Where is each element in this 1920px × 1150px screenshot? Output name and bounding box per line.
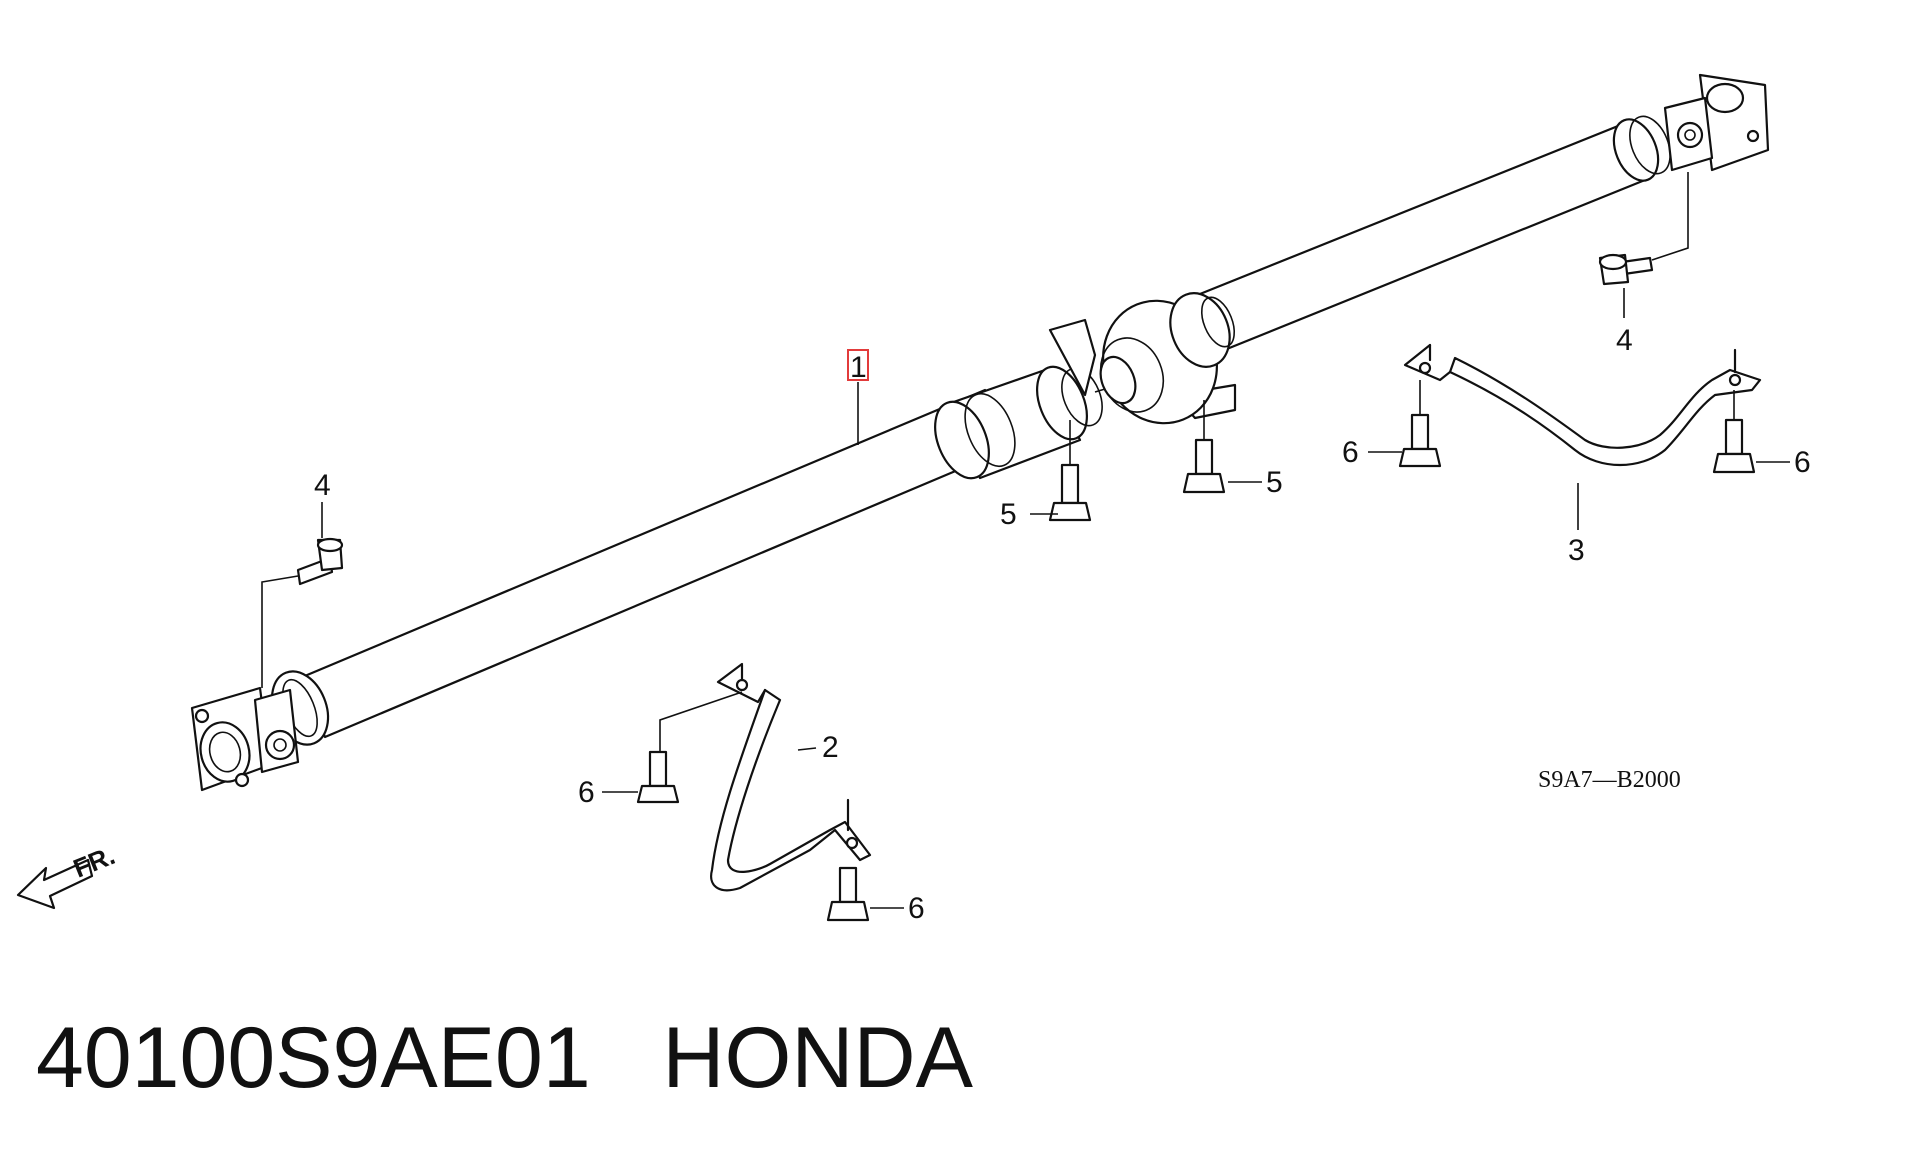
part-caption: 40100S9AE01 HONDA bbox=[36, 1015, 973, 1101]
callout-6-rear-right: 6 bbox=[1794, 446, 1811, 479]
callout-5-right: 5 bbox=[1266, 466, 1283, 499]
bolt-6-rear-right[interactable] bbox=[1712, 390, 1756, 474]
callout-3: 3 bbox=[1568, 534, 1585, 567]
callout-6-front-upper: 6 bbox=[578, 776, 595, 809]
bolt-4-front[interactable] bbox=[261, 537, 344, 688]
propeller-shaft[interactable] bbox=[190, 73, 1770, 792]
diagram-code: S9A7—B2000 bbox=[1538, 767, 1681, 793]
bolt-5-left[interactable] bbox=[1048, 420, 1092, 522]
callout-4-rear: 4 bbox=[1616, 324, 1633, 357]
rear-bracket[interactable] bbox=[1403, 343, 1762, 466]
callout-6-rear-left: 6 bbox=[1342, 436, 1359, 469]
callout-1: 1 bbox=[850, 351, 867, 384]
callout-2: 2 bbox=[822, 731, 839, 764]
callout-4-front: 4 bbox=[314, 469, 331, 502]
bolt-6-front-upper[interactable] bbox=[636, 691, 743, 804]
bolt-6-rear-left[interactable] bbox=[1398, 380, 1442, 468]
part-number: 40100S9AE01 bbox=[36, 1010, 591, 1106]
front-direction-arrow: FR. bbox=[16, 840, 119, 910]
rear-universal-joint[interactable] bbox=[1663, 73, 1770, 172]
leader-lines bbox=[321, 288, 1790, 909]
brand-name: HONDA bbox=[662, 1010, 973, 1106]
bolt-4-rear[interactable] bbox=[1598, 172, 1689, 286]
front-bracket[interactable] bbox=[710, 662, 872, 892]
callout-highlight-box bbox=[847, 349, 869, 381]
callout-6-front-lower: 6 bbox=[908, 892, 925, 925]
caption-spacer bbox=[591, 1010, 663, 1106]
front-universal-joint[interactable] bbox=[190, 686, 300, 792]
bolt-5-right[interactable] bbox=[1182, 400, 1226, 494]
bolt-6-front-lower[interactable] bbox=[826, 866, 870, 922]
callout-5-left: 5 bbox=[1000, 498, 1017, 531]
center-bearing[interactable] bbox=[1048, 284, 1241, 441]
